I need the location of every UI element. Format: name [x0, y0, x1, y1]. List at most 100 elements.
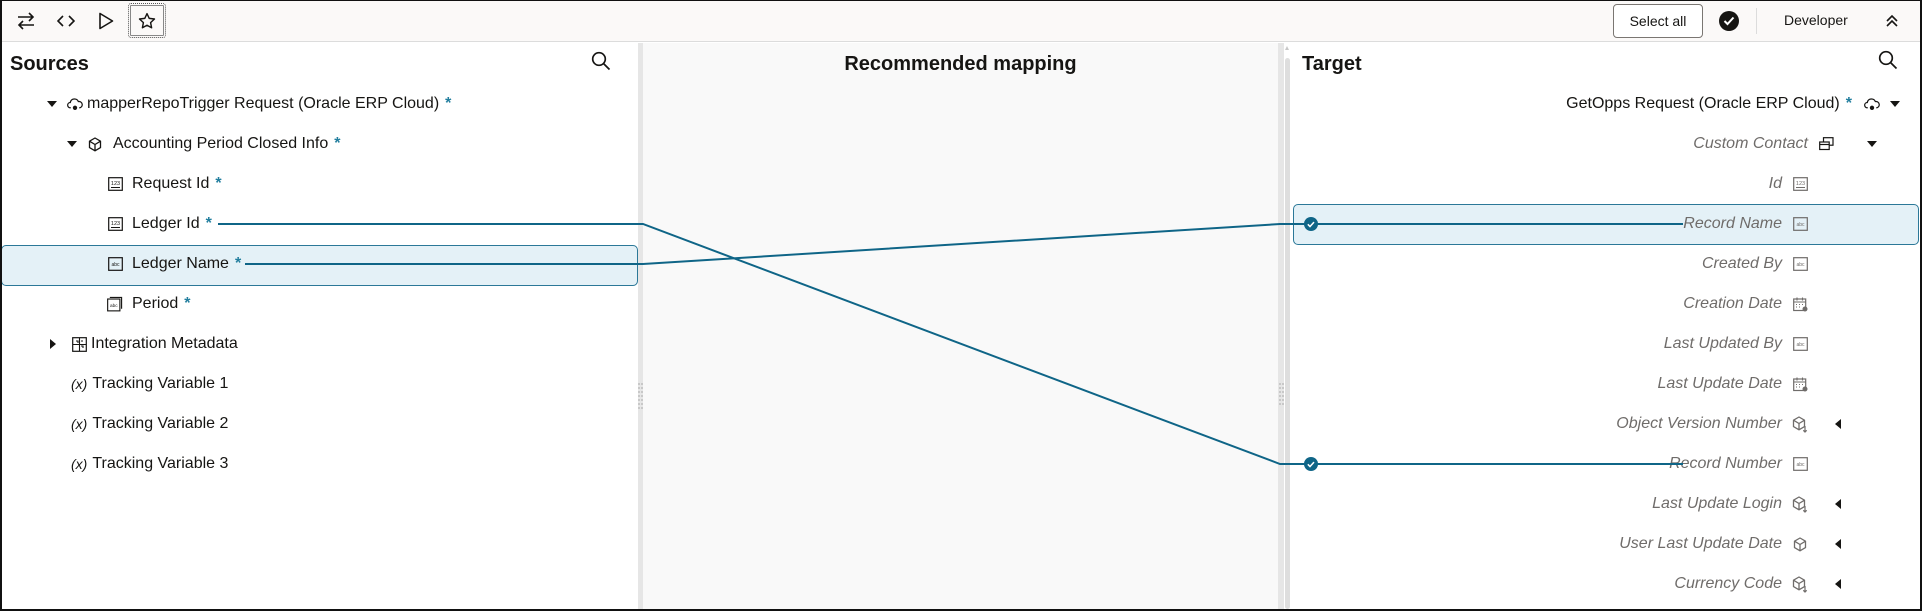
- toolbar-divider: [1756, 8, 1757, 34]
- source-field-request-id[interactable]: 123 Request Id *: [107, 164, 222, 204]
- source-node-integration-metadata[interactable]: Integration Metadata: [50, 324, 238, 364]
- text-field-icon: abc: [1792, 216, 1808, 232]
- star-icon: [138, 12, 156, 28]
- target-field-last-updated-by[interactable]: Last Updated By abc: [1664, 324, 1808, 364]
- mapping-title: Recommended mapping: [844, 53, 1077, 75]
- selected-source-row-highlight: [1, 245, 638, 286]
- source-tracking-variable-3[interactable]: (x) Tracking Variable 3: [71, 444, 228, 484]
- svg-text:abc: abc: [1796, 262, 1805, 268]
- target-node-user-last-update-date[interactable]: User Last Update Date: [1619, 524, 1841, 564]
- scroll-up-arrow[interactable]: [1285, 46, 1289, 50]
- text-field-icon: abc: [1792, 456, 1808, 472]
- tree-label: Record Name: [1683, 215, 1782, 232]
- collection-icon: [1818, 136, 1834, 152]
- cloud-icon: [1864, 96, 1880, 112]
- source-field-ledger-name[interactable]: abc Ledger Name *: [107, 244, 241, 284]
- target-node-root[interactable]: GetOpps Request (Oracle ERP Cloud) *: [1566, 84, 1900, 124]
- collapse-button[interactable]: [1880, 9, 1904, 33]
- tree-label: Request Id: [132, 175, 210, 192]
- tree-label: Record Number: [1669, 455, 1782, 472]
- required-marker: *: [184, 295, 191, 312]
- source-tracking-variable-1[interactable]: (x) Tracking Variable 1: [71, 364, 228, 404]
- number-field-icon: 123: [1792, 176, 1808, 192]
- target-node-custom-contact[interactable]: Custom Contact: [1693, 124, 1877, 164]
- target-field-record-name[interactable]: Record Name abc: [1683, 204, 1808, 244]
- source-node-root[interactable]: mapperRepoTrigger Request (Oracle ERP Cl…: [47, 84, 451, 124]
- validate-button[interactable]: [1719, 11, 1739, 31]
- svg-text:abc: abc: [110, 303, 118, 308]
- mapping-panel: [643, 43, 1278, 609]
- cube-download-icon: [1792, 575, 1808, 593]
- collapse-caret-icon[interactable]: [1835, 419, 1841, 429]
- required-marker: *: [445, 95, 452, 112]
- expand-caret-icon[interactable]: [67, 141, 77, 147]
- tree-label: Ledger Name: [132, 255, 229, 272]
- recommend-button[interactable]: [128, 3, 166, 38]
- target-node-currency-code[interactable]: Currency Code: [1674, 564, 1841, 604]
- source-node-accounting-period[interactable]: Accounting Period Closed Info *: [67, 124, 340, 164]
- code-button[interactable]: [48, 5, 84, 37]
- svg-text:123: 123: [110, 221, 119, 227]
- search-icon: [1878, 50, 1898, 70]
- required-marker: *: [215, 175, 222, 192]
- target-search-button[interactable]: [1874, 46, 1902, 74]
- target-field-created-by[interactable]: Created By abc: [1702, 244, 1808, 284]
- expand-caret-icon[interactable]: [1867, 141, 1877, 147]
- tree-label: Tracking Variable 2: [92, 415, 229, 432]
- required-marker: *: [334, 135, 341, 152]
- tree-label: Accounting Period Closed Info: [113, 135, 329, 152]
- search-icon: [591, 51, 611, 71]
- collapse-caret-icon[interactable]: [1835, 579, 1841, 589]
- target-title: Target: [1302, 53, 1362, 75]
- source-field-period[interactable]: abc Period *: [107, 284, 190, 324]
- source-tracking-variable-2[interactable]: (x) Tracking Variable 2: [71, 404, 228, 444]
- svg-text:123: 123: [110, 181, 119, 187]
- target-field-creation-date[interactable]: Creation Date: [1683, 284, 1808, 324]
- swap-arrows-icon: [17, 12, 35, 30]
- svg-text:abc: abc: [1796, 222, 1805, 228]
- tree-label: Object Version Number: [1616, 415, 1782, 432]
- required-marker: *: [1845, 95, 1852, 112]
- tree-label: Creation Date: [1683, 295, 1782, 312]
- cube-download-icon: [1792, 495, 1808, 513]
- check-circle-icon: [1723, 16, 1735, 26]
- svg-text:abc: abc: [1796, 462, 1805, 468]
- right-splitter[interactable]: [1278, 43, 1284, 609]
- cloud-icon: [67, 96, 83, 112]
- number-field-icon: 123: [107, 216, 123, 232]
- calendar-icon: [1792, 296, 1808, 312]
- text-field-icon: abc: [1792, 256, 1808, 272]
- text-field-icon: abc: [1792, 336, 1808, 352]
- target-field-last-update-date[interactable]: Last Update Date: [1657, 364, 1808, 404]
- play-icon: [99, 12, 114, 30]
- variable-icon: (x): [71, 416, 88, 432]
- double-chevron-up-icon: [1886, 14, 1898, 27]
- collapse-caret-icon[interactable]: [1835, 499, 1841, 509]
- target-field-id[interactable]: Id 123: [1769, 164, 1808, 204]
- target-field-record-number[interactable]: Record Number abc: [1669, 444, 1808, 484]
- selected-target-row-highlight: [1293, 204, 1919, 245]
- tree-label: Id: [1768, 175, 1782, 192]
- target-node-object-version-number[interactable]: Object Version Number: [1616, 404, 1841, 444]
- run-button[interactable]: [88, 5, 124, 37]
- tree-label: Tracking Variable 1: [92, 375, 229, 392]
- tree-label: User Last Update Date: [1619, 535, 1782, 552]
- tree-label: Last Updated By: [1663, 335, 1782, 352]
- select-all-button[interactable]: Select all: [1613, 4, 1703, 38]
- target-node-last-update-login[interactable]: Last Update Login: [1652, 484, 1841, 524]
- collapse-caret-icon[interactable]: [50, 339, 56, 349]
- expand-caret-icon[interactable]: [1890, 101, 1900, 107]
- sources-search-button[interactable]: [587, 47, 615, 75]
- tree-label: Last Update Login: [1652, 495, 1782, 512]
- collapse-caret-icon[interactable]: [1835, 539, 1841, 549]
- cube-download-icon: [1792, 415, 1808, 433]
- mode-label[interactable]: Developer: [1784, 12, 1848, 28]
- cube-icon: [1792, 536, 1808, 552]
- tree-label: mapperRepoTrigger Request (Oracle ERP Cl…: [87, 95, 440, 112]
- tree-label: Integration Metadata: [91, 335, 238, 352]
- variable-icon: (x): [71, 376, 88, 392]
- swap-button[interactable]: [8, 5, 44, 37]
- svg-text:abc: abc: [1796, 342, 1805, 348]
- source-field-ledger-id[interactable]: 123 Ledger Id *: [107, 204, 212, 244]
- expand-caret-icon[interactable]: [47, 101, 57, 107]
